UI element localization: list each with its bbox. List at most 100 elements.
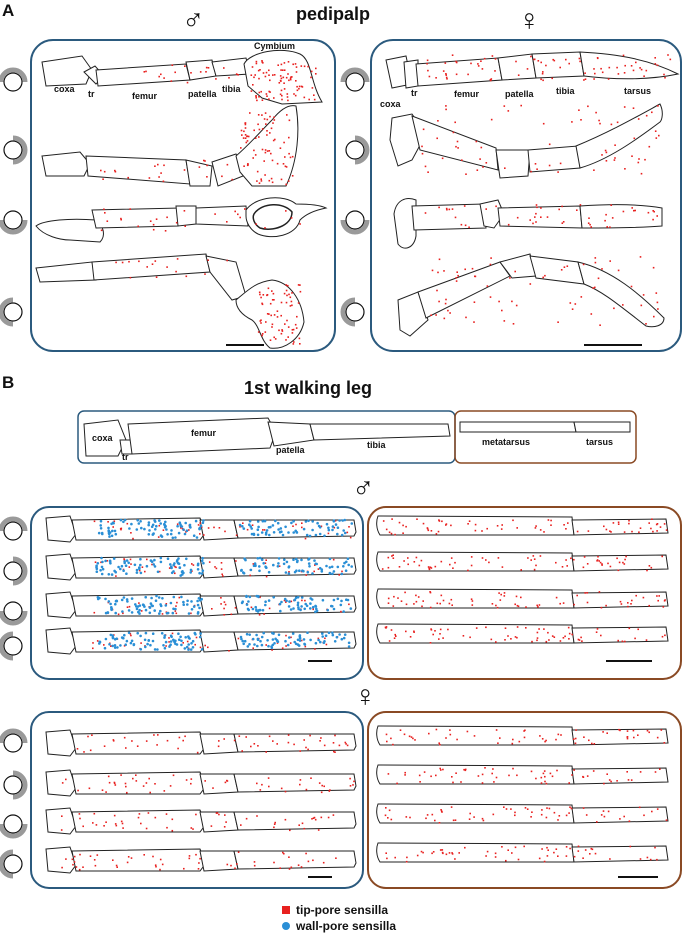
tip-pore-dot bbox=[79, 853, 81, 856]
tip-pore-dot bbox=[82, 866, 84, 868]
tip-pore-dot bbox=[616, 121, 619, 124]
wall-pore-dot bbox=[336, 532, 339, 536]
tip-pore-dot bbox=[285, 166, 288, 168]
tip-pore-dot bbox=[207, 259, 209, 261]
tip-pore-dot bbox=[623, 563, 626, 565]
tip-pore-dot bbox=[186, 81, 189, 84]
tip-pore-dot bbox=[503, 806, 505, 808]
tip-pore-dot bbox=[345, 743, 347, 745]
wall-pore-dot bbox=[122, 520, 125, 524]
tip-pore-dot bbox=[661, 555, 663, 558]
wall-pore-dot bbox=[317, 524, 321, 528]
tip-pore-dot bbox=[249, 574, 251, 577]
wall-pore-dot bbox=[276, 521, 280, 525]
tip-pore-dot bbox=[568, 632, 571, 635]
wall-pore-dot bbox=[137, 522, 141, 525]
tip-pore-dot bbox=[468, 818, 471, 820]
tip-pore-dot bbox=[234, 867, 236, 870]
tip-pore-dot bbox=[421, 152, 424, 155]
tip-pore-dot bbox=[157, 536, 160, 538]
tip-pore-dot bbox=[255, 223, 257, 225]
tip-pore-dot bbox=[645, 114, 648, 117]
tip-pore-dot bbox=[108, 781, 111, 784]
tip-pore-dot bbox=[626, 730, 629, 732]
tip-pore-dot bbox=[268, 69, 270, 72]
tip-pore-dot bbox=[515, 595, 518, 598]
tip-pore-dot bbox=[553, 636, 556, 638]
tip-pore-dot bbox=[449, 312, 451, 314]
wall-pore-dot bbox=[140, 526, 143, 530]
tip-pore-dot bbox=[495, 604, 497, 607]
wall-pore-dot bbox=[166, 557, 170, 560]
tip-pore-dot bbox=[398, 566, 401, 568]
tip-pore-dot bbox=[158, 75, 160, 78]
tip-pore-dot bbox=[515, 304, 518, 307]
tip-pore-dot bbox=[630, 285, 633, 288]
tip-pore-dot bbox=[623, 72, 626, 74]
tip-pore-dot bbox=[529, 219, 531, 221]
tip-pore-dot bbox=[131, 740, 133, 742]
tip-pore-dot bbox=[413, 630, 415, 633]
tip-pore-dot bbox=[520, 569, 522, 571]
tip-pore-dot bbox=[120, 218, 122, 221]
wall-pore-dot bbox=[196, 562, 200, 566]
tip-pore-dot bbox=[154, 864, 157, 866]
wall-pore-dot bbox=[115, 637, 118, 640]
tip-pore-dot bbox=[471, 604, 474, 606]
wall-pore-dot bbox=[201, 521, 205, 525]
wall-pore-dot bbox=[277, 633, 281, 637]
tip-pore-dot bbox=[656, 736, 659, 739]
tip-pore-dot bbox=[540, 813, 543, 816]
tip-pore-dot bbox=[251, 524, 254, 526]
tip-pore-dot bbox=[644, 158, 646, 161]
wall-pore-dot bbox=[200, 597, 203, 601]
tip-pore-dot bbox=[545, 64, 547, 67]
tip-pore-dot bbox=[265, 71, 268, 74]
tip-pore-dot bbox=[281, 647, 284, 649]
tip-pore-dot bbox=[516, 604, 519, 607]
wall-pore-dot bbox=[311, 605, 315, 609]
tip-pore-dot bbox=[293, 743, 295, 746]
tip-pore-dot bbox=[546, 846, 548, 849]
wall-pore-dot bbox=[138, 567, 141, 571]
tip-pore-dot bbox=[190, 612, 192, 615]
tip-pore-dot bbox=[577, 850, 580, 852]
wall-pore-dot bbox=[321, 635, 325, 638]
tip-pore-dot bbox=[65, 778, 67, 781]
tip-pore-dot bbox=[268, 607, 271, 610]
tip-pore-dot bbox=[437, 271, 439, 274]
wall-pore-dot bbox=[298, 634, 302, 637]
tip-pore-dot bbox=[474, 529, 477, 532]
tip-pore-dot bbox=[496, 606, 499, 609]
tip-pore-dot bbox=[175, 612, 178, 615]
tip-pore-dot bbox=[557, 321, 559, 323]
wall-pore-dot bbox=[241, 525, 244, 528]
tip-pore-dot bbox=[349, 785, 352, 787]
tip-pore-dot bbox=[450, 524, 452, 527]
tip-pore-dot bbox=[598, 591, 601, 593]
tip-pore-dot bbox=[320, 816, 323, 819]
tip-pore-dot bbox=[582, 263, 585, 266]
wall-pore-dot bbox=[241, 600, 244, 603]
tip-pore-dot bbox=[541, 809, 543, 811]
wall-pore-dot bbox=[346, 598, 350, 602]
wall-pore-dot bbox=[150, 596, 153, 600]
tip-pore-dot bbox=[570, 557, 572, 560]
wall-pore-dot bbox=[174, 607, 177, 611]
wall-pore-dot bbox=[273, 642, 276, 645]
tip-pore-dot bbox=[451, 776, 453, 778]
tip-pore-dot bbox=[438, 638, 440, 640]
tip-pore-dot bbox=[317, 637, 320, 640]
tip-pore-dot bbox=[504, 627, 507, 629]
tip-pore-dot bbox=[486, 285, 489, 287]
wall-pore-dot bbox=[332, 598, 336, 602]
male-leg-proximal-frame bbox=[30, 506, 364, 680]
tip-pore-dot bbox=[597, 555, 599, 558]
tip-pore-dot bbox=[427, 529, 430, 532]
tip-pore-dot bbox=[192, 828, 194, 830]
tip-pore-dot bbox=[435, 314, 437, 316]
tip-pore-dot bbox=[280, 77, 283, 80]
wall-pore-dot bbox=[95, 570, 99, 573]
tip-pore-dot bbox=[103, 825, 105, 827]
tip-pore-dot bbox=[214, 213, 216, 215]
